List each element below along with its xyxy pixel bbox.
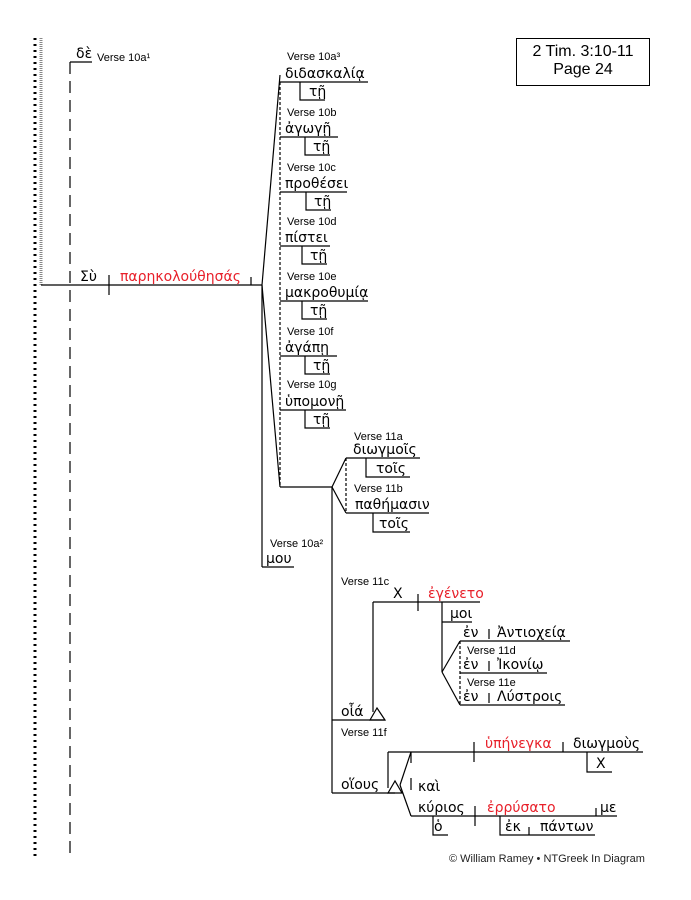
verb-hupenegka: ὑπήνεγκα bbox=[485, 736, 552, 752]
word-panton: πάντων bbox=[540, 819, 594, 835]
word-te: τῇ bbox=[309, 84, 327, 100]
word-hoious: οἵους bbox=[341, 777, 380, 793]
word-makrothumia: μακροθυμίᾳ bbox=[285, 285, 369, 301]
word-ek: ἐκ bbox=[505, 819, 521, 835]
word-mou: μου bbox=[266, 551, 292, 567]
verse-label: Verse 11e bbox=[467, 677, 516, 689]
word-te: τῇ bbox=[310, 303, 328, 319]
word-agape: ἀγάπῃ bbox=[285, 340, 330, 356]
word-didaskalia: διδασκαλίᾳ bbox=[285, 66, 365, 82]
word-te: τῇ bbox=[313, 358, 331, 374]
verse-label: Verse 10a³ bbox=[287, 51, 341, 63]
copyright-footer: © William Ramey • NTGreek In Diagram bbox=[449, 853, 645, 865]
word-pathemasin: παθήμασιν bbox=[355, 497, 430, 513]
verse-label: Verse 11f bbox=[341, 727, 387, 739]
word-tois: τοῖς bbox=[379, 516, 409, 532]
word-kurios: κύριος bbox=[418, 800, 465, 816]
word-hupomone: ὑπομονῇ bbox=[285, 394, 345, 410]
verse-label: Verse 10a¹ bbox=[97, 52, 151, 64]
word-diogmois: διωγμοῖς bbox=[353, 442, 417, 458]
main-verb: παρηκολούθησάς bbox=[120, 269, 241, 285]
word-lustrois: Λύστροις bbox=[497, 689, 563, 705]
word-su: Σὺ bbox=[80, 269, 97, 285]
verb-egeneto: ἐγένετο bbox=[428, 586, 484, 602]
word-prothesei: προθέσει bbox=[285, 176, 349, 192]
reference-box: 2 Tim. 3:10-11 Page 24 bbox=[516, 38, 650, 86]
verse-label: Verse 11a bbox=[354, 431, 403, 443]
word-diogmous: διωγμοὺς bbox=[573, 736, 641, 752]
verse-label: Verse 10c bbox=[287, 162, 336, 174]
word-te: τῇ bbox=[313, 412, 331, 428]
word-de: δὲ bbox=[76, 46, 93, 62]
word-te: τῇ bbox=[310, 248, 328, 264]
word-antiocheia: Ἀντιοχείᾳ bbox=[497, 625, 566, 641]
verse-label: Verse 10e bbox=[287, 271, 337, 283]
word-en: ἐν bbox=[463, 657, 479, 673]
verse-label: Verse 10d bbox=[287, 216, 337, 228]
verse-label: Verse 10g bbox=[287, 379, 337, 391]
verse-label: Verse 11b bbox=[354, 483, 403, 495]
word-te: τῇ bbox=[313, 139, 331, 155]
verse-label: Verse 11d bbox=[467, 645, 516, 657]
word-en: ἐν bbox=[463, 625, 479, 641]
verse-label: Verse 10f bbox=[287, 326, 334, 338]
word-x: X bbox=[393, 586, 403, 602]
word-tois: τοῖς bbox=[376, 461, 406, 477]
word-agoge: ἀγωγῇ bbox=[285, 121, 332, 137]
verse-label: Verse 11c bbox=[341, 576, 390, 588]
word-moi: μοι bbox=[450, 606, 473, 622]
word-kai: καὶ bbox=[418, 779, 441, 795]
word-me: με bbox=[600, 800, 617, 816]
word-ho: ὁ bbox=[434, 819, 443, 835]
word-pistei: πίστει bbox=[285, 230, 328, 246]
word-en: ἐν bbox=[463, 689, 479, 705]
reference-title: 2 Tim. 3:10-11 bbox=[532, 43, 634, 60]
word-hoia: οἷά bbox=[341, 704, 364, 720]
verb-errusato: ἐρρύσατο bbox=[487, 800, 556, 816]
word-ikonio: Ἰκονίῳ bbox=[497, 657, 544, 673]
word-x: X bbox=[596, 756, 606, 772]
verse-label: Verse 10a² bbox=[270, 538, 324, 550]
word-te: τῇ bbox=[314, 194, 332, 210]
page-number: Page 24 bbox=[553, 61, 613, 78]
verse-label: Verse 10b bbox=[287, 107, 337, 119]
